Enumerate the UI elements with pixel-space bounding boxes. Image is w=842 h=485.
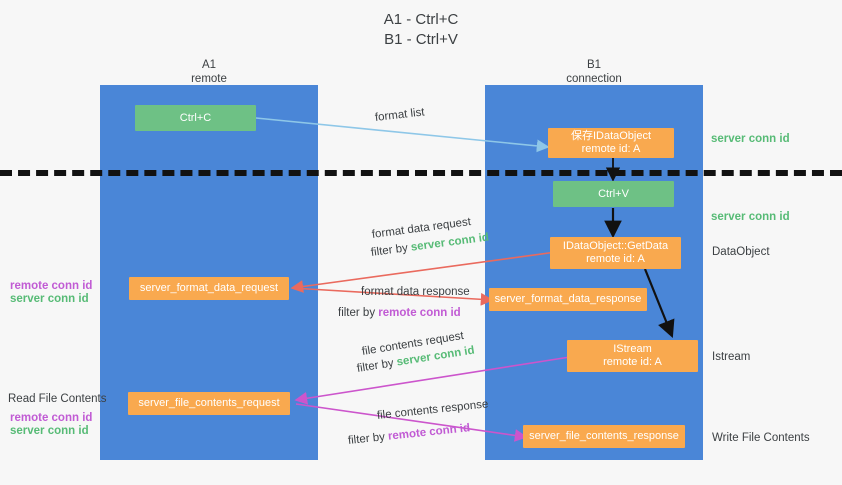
- box-server-file-contents-request[interactable]: server_file_contents_request: [128, 392, 290, 415]
- filter-prefix: filter by: [370, 241, 412, 259]
- box-server-format-data-response-label: server_format_data_response: [494, 293, 642, 305]
- box-server-format-data-request[interactable]: server_format_data_request: [129, 277, 289, 300]
- filter-value-remote-conn-id: remote conn id: [378, 307, 461, 319]
- left-label-server-conn-id-2: server conn id: [10, 425, 89, 437]
- box-ctrl-v[interactable]: Ctrl+V: [553, 181, 674, 207]
- lane-b1-sub: connection: [566, 73, 622, 85]
- box-idataobject-line2: remote id: A: [581, 143, 641, 155]
- filter-prefix: filter by: [356, 356, 398, 375]
- lane-a1-sub: remote: [191, 73, 227, 85]
- box-server-file-contents-response[interactable]: server_file_contents_response: [523, 425, 685, 448]
- box-ctrl-v-label: Ctrl+V: [598, 187, 629, 200]
- box-istream[interactable]: IStream remote id: A: [567, 340, 698, 372]
- right-label-dataobject: DataObject: [712, 246, 770, 258]
- title-line-2: B1 - Ctrl+V: [384, 31, 458, 48]
- label-format-data-response-filter: filter by remote conn id: [338, 306, 461, 320]
- box-idataobject-line1: 保存IDataObject: [570, 130, 652, 142]
- right-label-write-file-contents: Write File Contents: [712, 432, 810, 444]
- box-istream-line1: IStream: [613, 343, 652, 355]
- label-file-contents-response-filter: filter by remote conn id: [347, 421, 470, 448]
- right-label-istream: Istream: [712, 351, 751, 363]
- box-ctrl-c-label: Ctrl+C: [179, 111, 212, 124]
- filter-prefix: filter by: [347, 430, 389, 447]
- left-label-remote-conn-id-2: remote conn id: [10, 412, 93, 424]
- dashed-separator: [0, 170, 842, 176]
- label-format-list: format list: [374, 106, 426, 124]
- diagram-title: A1 - Ctrl+C B1 - Ctrl+V: [0, 10, 842, 50]
- box-idataobject[interactable]: 保存IDataObject remote id: A: [548, 128, 674, 158]
- box-server-file-contents-response-label: server_file_contents_response: [529, 430, 679, 442]
- label-format-data-response: format data response: [361, 286, 470, 298]
- filter-value-remote-conn-id: remote conn id: [387, 422, 471, 443]
- right-label-server-conn-id-mid: server conn id: [711, 211, 790, 223]
- box-getdata-line2: remote id: A: [586, 253, 645, 265]
- box-server-format-data-request-label: server_format_data_request: [139, 282, 279, 294]
- label-file-contents-response: file contents response: [376, 398, 489, 422]
- right-label-server-conn-id-top: server conn id: [711, 133, 790, 145]
- box-server-format-data-response[interactable]: server_format_data_response: [489, 288, 647, 311]
- lane-header-a1: A1 remote: [100, 58, 318, 86]
- left-label-server-conn-id-1: server conn id: [10, 293, 89, 305]
- box-getdata[interactable]: IDataObject::GetData remote id: A: [550, 237, 681, 269]
- title-line-1: A1 - Ctrl+C: [383, 11, 459, 28]
- box-server-file-contents-request-label: server_file_contents_request: [138, 397, 280, 409]
- box-istream-line2: remote id: A: [603, 356, 662, 368]
- left-label-read-file-contents: Read File Contents: [8, 393, 107, 405]
- lane-b1-name: B1: [586, 59, 602, 71]
- box-getdata-line1: IDataObject::GetData: [562, 240, 669, 252]
- left-label-remote-conn-id-1: remote conn id: [10, 280, 93, 292]
- filter-prefix: filter by: [338, 307, 379, 319]
- lane-a1-name: A1: [201, 59, 217, 71]
- lane-header-b1: B1 connection: [485, 58, 703, 86]
- box-ctrl-c[interactable]: Ctrl+C: [135, 105, 256, 131]
